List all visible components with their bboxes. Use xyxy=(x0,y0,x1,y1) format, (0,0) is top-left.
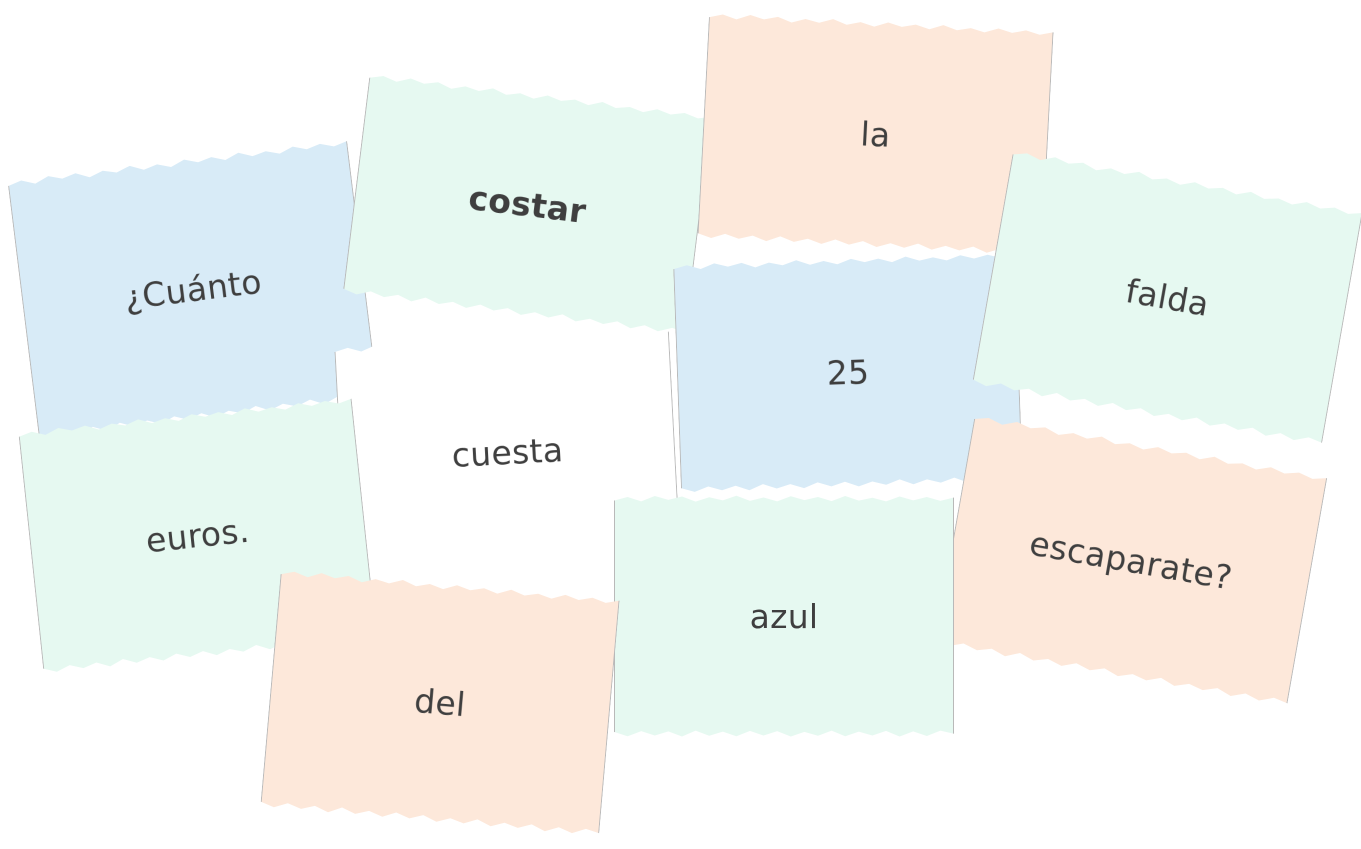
card-label: azul xyxy=(749,596,819,636)
card-label: 25 xyxy=(826,352,870,393)
card-label: costar xyxy=(466,177,589,231)
word-card-falda[interactable]: falda xyxy=(971,146,1361,449)
word-card-cuanto[interactable]: ¿Cuánto xyxy=(7,135,379,443)
card-label: falda xyxy=(1122,271,1213,324)
word-card-azul[interactable]: azul xyxy=(614,495,954,737)
card-label: escaparate? xyxy=(1026,523,1236,597)
card-label: ¿Cuánto xyxy=(122,261,264,317)
card-label: la xyxy=(859,113,892,155)
word-card-costar[interactable]: costar xyxy=(342,70,712,338)
card-label: del xyxy=(412,680,468,725)
word-card-del[interactable]: del xyxy=(260,566,620,840)
card-label: cuesta xyxy=(450,430,565,475)
word-card-la[interactable]: la xyxy=(697,9,1054,259)
card-label: euros. xyxy=(143,510,252,560)
word-card-escaparate[interactable]: escaparate? xyxy=(934,411,1328,710)
